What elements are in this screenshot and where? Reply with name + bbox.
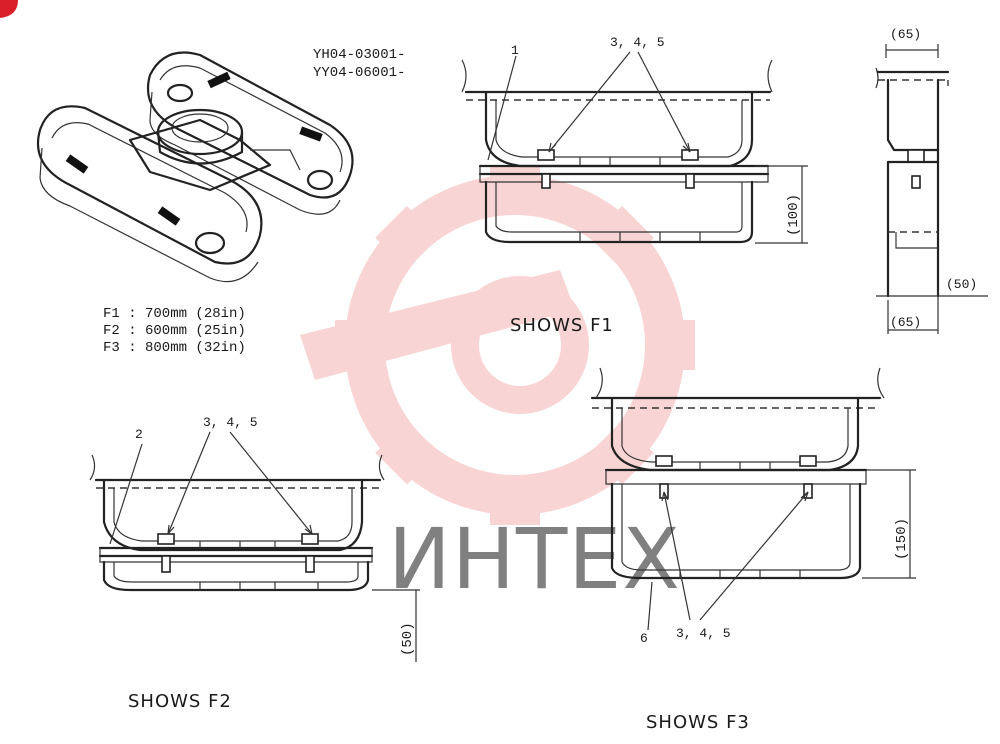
side-dim-bottom-65: (65) [890, 315, 921, 330]
corner-marker [0, 0, 18, 18]
frame-size-f3: F3 : 800mm (32in) [103, 340, 246, 356]
f2-callout-2: 2 [135, 427, 143, 442]
f1-callout-345: 3, 4, 5 [610, 35, 665, 50]
f1-dimension-100: (100) [786, 194, 802, 236]
f3-callout-6: 6 [640, 631, 648, 646]
caption-f3: SHOWS F3 [646, 712, 750, 733]
view-f3 [590, 367, 916, 631]
frame-size-f2: F2 : 600mm (25in) [103, 323, 246, 339]
serial-2: YY04-06001- [313, 65, 405, 81]
f3-dimension-150: (150) [894, 518, 910, 560]
caption-f1: SHOWS F1 [510, 315, 614, 336]
view-f1 [461, 51, 808, 244]
side-view [875, 44, 988, 334]
side-dim-right-50: (50) [946, 277, 977, 292]
watermark-text: ИНТЕХ [388, 510, 681, 608]
f2-callout-345: 3, 4, 5 [203, 415, 258, 430]
frame-size-f1: F1 : 700mm (28in) [103, 306, 246, 322]
f2-dimension-50: (50) [400, 622, 416, 656]
caption-f2: SHOWS F2 [128, 691, 232, 712]
track-frame-isometric [36, 51, 354, 283]
serial-1: YH04-03001- [313, 47, 405, 63]
side-dim-top-65: (65) [890, 27, 921, 42]
view-f2 [89, 431, 420, 662]
f3-callout-345: 3, 4, 5 [676, 626, 731, 641]
f1-callout-1: 1 [511, 43, 519, 58]
watermark-logo [300, 165, 695, 525]
